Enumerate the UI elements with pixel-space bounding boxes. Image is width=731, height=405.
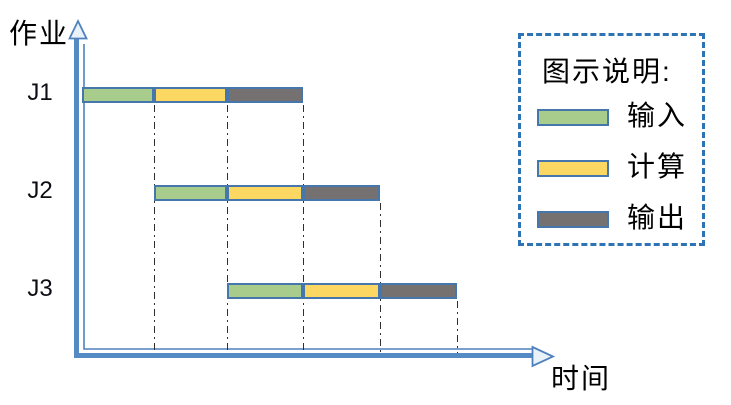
bar-j3-output [380,283,457,299]
bar-j1-input [82,87,154,103]
bar-j1-compute [154,87,227,103]
job-label-j1: J1 [27,79,53,106]
bar-j1-output [227,87,303,103]
bar-j3-compute [303,283,380,299]
bar-j2-input [154,185,227,201]
y-axis-label: 作业 [9,18,70,49]
legend-title: 图示说明: [542,56,672,87]
legend-swatch-input [537,109,609,126]
guide-line-slot-4 [379,203,381,353]
axis-thick-line [74,36,540,358]
guide-line-slot-3 [302,105,304,353]
legend-label-compute: 计算 [627,151,688,182]
x-axis-label: 时间 [551,363,612,394]
bar-j3-input [227,283,303,299]
legend-box: 图示说明: 输入计算输出 [518,33,705,246]
bar-j2-output [303,185,380,201]
guide-line-slot-5 [456,301,458,353]
job-label-j3: J3 [27,275,53,302]
legend-label-output: 输出 [627,202,688,233]
guide-line-slot-1 [153,105,155,353]
legend-swatch-output [537,211,609,228]
legend-label-input: 输入 [627,100,688,131]
legend-swatch-compute [537,160,609,177]
x-axis-arrow-icon [531,345,556,368]
y-axis-arrow-icon [68,18,88,40]
axis-thin-line [83,44,536,350]
bar-j2-compute [227,185,303,201]
job-label-j2: J2 [27,177,53,204]
guide-line-slot-2 [226,105,228,353]
